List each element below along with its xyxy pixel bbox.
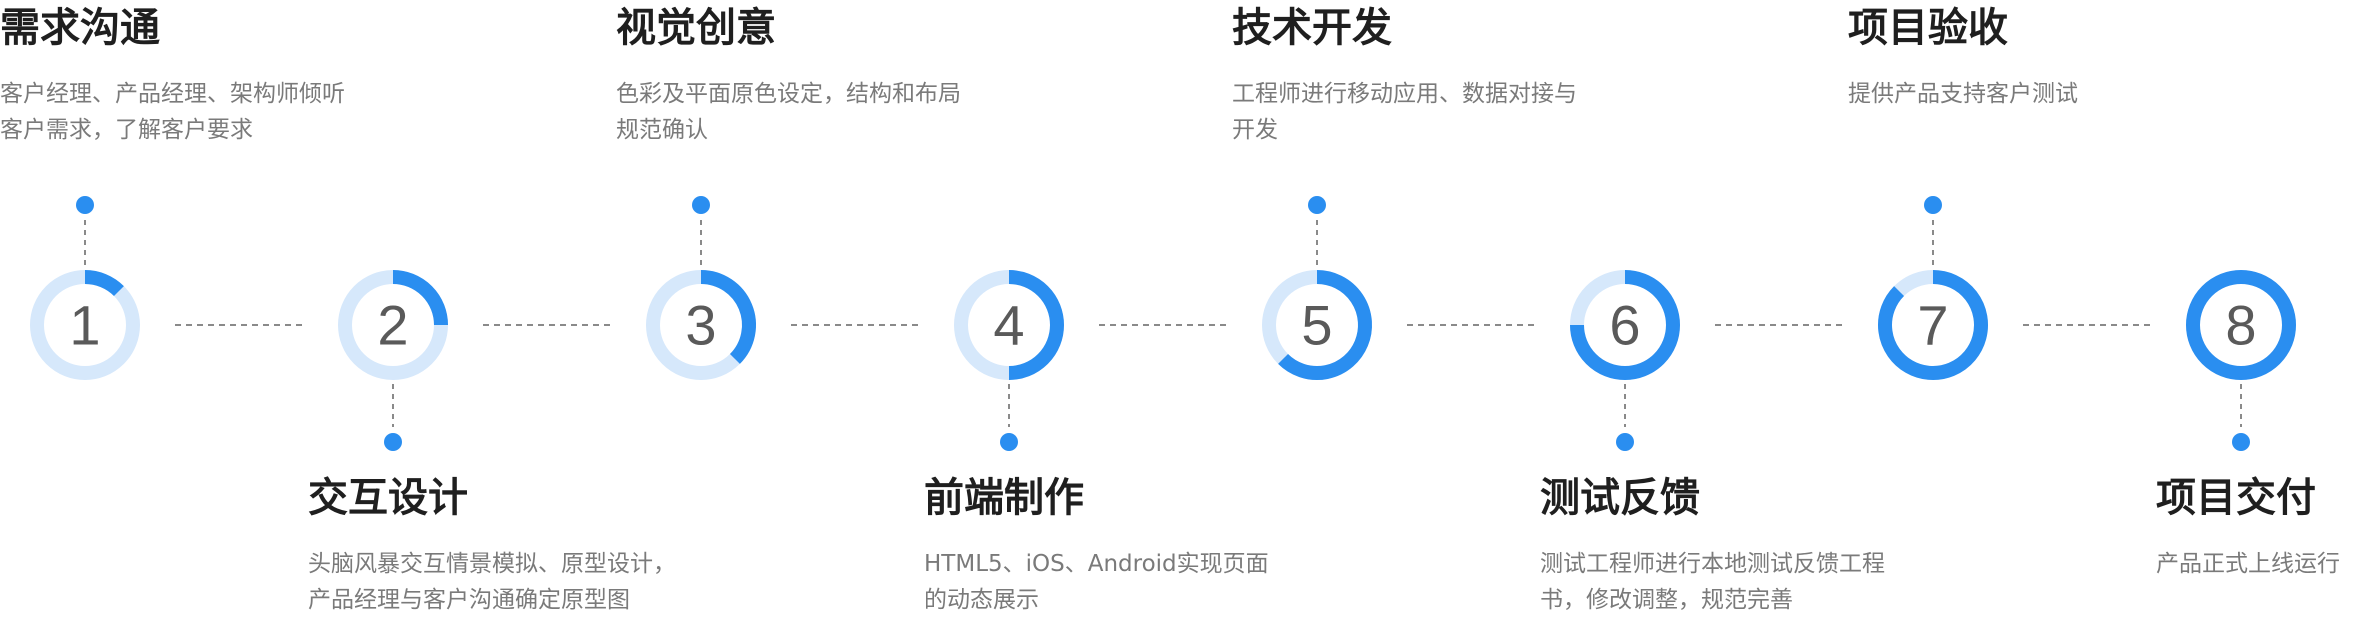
step-description-3: 色彩及平面原色设定，结构和布局规范确认 (616, 76, 1006, 148)
step-ring-progress-6 (1570, 270, 1680, 380)
step-description-line: 客户经理、产品经理、架构师倾听 (0, 81, 345, 107)
step-title-2: 交互设计 (308, 475, 468, 521)
step-description-line: 产品正式上线运行 (2156, 551, 2340, 577)
step-description-line: 书，修改调整，规范完善 (1540, 587, 1793, 613)
step-dot-5 (1308, 196, 1326, 214)
step-title-6: 测试反馈 (1540, 475, 1700, 521)
step-description-line: 工程师进行移动应用、数据对接与 (1232, 81, 1577, 107)
step-description-6: 测试工程师进行本地测试反馈工程书，修改调整，规范完善 (1540, 546, 1930, 618)
step-title-1: 需求沟通 (0, 5, 160, 51)
step-description-2: 头脑风暴交互情景模拟、原型设计， 产品经理与客户沟通确定原型图 (308, 546, 698, 618)
step-number-7: 7 (1917, 294, 1948, 357)
step-title-4: 前端制作 (924, 475, 1084, 521)
step-ring-progress-1 (84, 270, 124, 297)
step-number-2: 2 (377, 294, 408, 357)
step-title-8: 项目交付 (2156, 475, 2316, 521)
step-ring-progress-4 (1008, 270, 1064, 380)
step-number-4: 4 (993, 294, 1024, 357)
step-number-8: 8 (2225, 294, 2256, 357)
step-dot-8 (2232, 433, 2250, 451)
step-dot-1 (76, 196, 94, 214)
step-dot-3 (692, 196, 710, 214)
step-number-3: 3 (685, 294, 716, 357)
step-description-7: 提供产品支持客户测试 (1848, 76, 2238, 112)
step-dot-2 (384, 433, 402, 451)
step-description-1: 客户经理、产品经理、架构师倾听客户需求，了解客户要求 (0, 76, 390, 148)
step-title-7: 项目验收 (1848, 5, 2008, 51)
step-description-4: HTML5、iOS、Android实现页面的动态展示 (924, 546, 1314, 618)
step-description-line: 测试工程师进行本地测试反馈工程 (1540, 551, 1885, 577)
step-description-line: HTML5、iOS、Android实现页面 (924, 551, 1269, 577)
step-dot-6 (1616, 433, 1634, 451)
step-ring-progress-2 (392, 270, 448, 326)
step-description-line: 规范确认 (616, 117, 708, 143)
step-description-line: 提供产品支持客户测试 (1848, 81, 2078, 107)
step-ring-progress-7 (1878, 270, 1988, 380)
step-ring-progress-3 (700, 270, 756, 364)
step-description-5: 工程师进行移动应用、数据对接与开发 (1232, 76, 1622, 148)
step-description-line: 客户需求，了解客户要求 (0, 117, 253, 143)
step-description-8: 产品正式上线运行 (2156, 546, 2360, 582)
step-number-1: 1 (69, 294, 100, 357)
step-dot-7 (1924, 196, 1942, 214)
step-description-line: 开发 (1232, 117, 1278, 143)
step-number-5: 5 (1301, 294, 1332, 357)
step-description-line: 的动态展示 (924, 587, 1039, 613)
step-title-5: 技术开发 (1232, 5, 1392, 51)
step-ring-progress-8 (2186, 270, 2296, 380)
step-description-line: 产品经理与客户沟通确定原型图 (308, 587, 630, 613)
step-description-line: 色彩及平面原色设定，结构和布局 (616, 81, 961, 107)
step-description-line: 头脑风暴交互情景模拟、原型设计， (308, 551, 676, 577)
step-title-3: 视觉创意 (616, 5, 776, 51)
step-number-6: 6 (1609, 294, 1640, 357)
step-ring-progress-5 (1278, 270, 1372, 380)
step-dot-4 (1000, 433, 1018, 451)
